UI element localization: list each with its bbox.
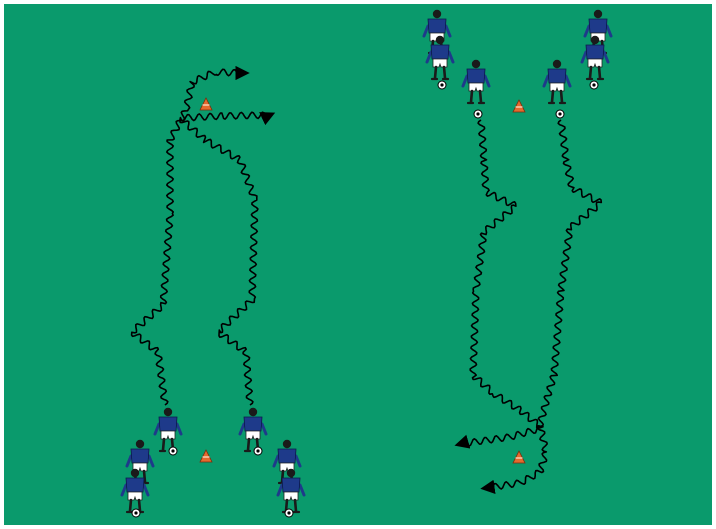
- ball-icon: [169, 447, 177, 455]
- ball-icon: [474, 110, 482, 118]
- ball-icon: [590, 81, 598, 89]
- pitch-field: [4, 4, 712, 525]
- ball-icon: [132, 509, 140, 517]
- ball-icon: [556, 110, 564, 118]
- ball-icon: [285, 509, 293, 517]
- ball-icon: [438, 81, 446, 89]
- ball-icon: [254, 447, 262, 455]
